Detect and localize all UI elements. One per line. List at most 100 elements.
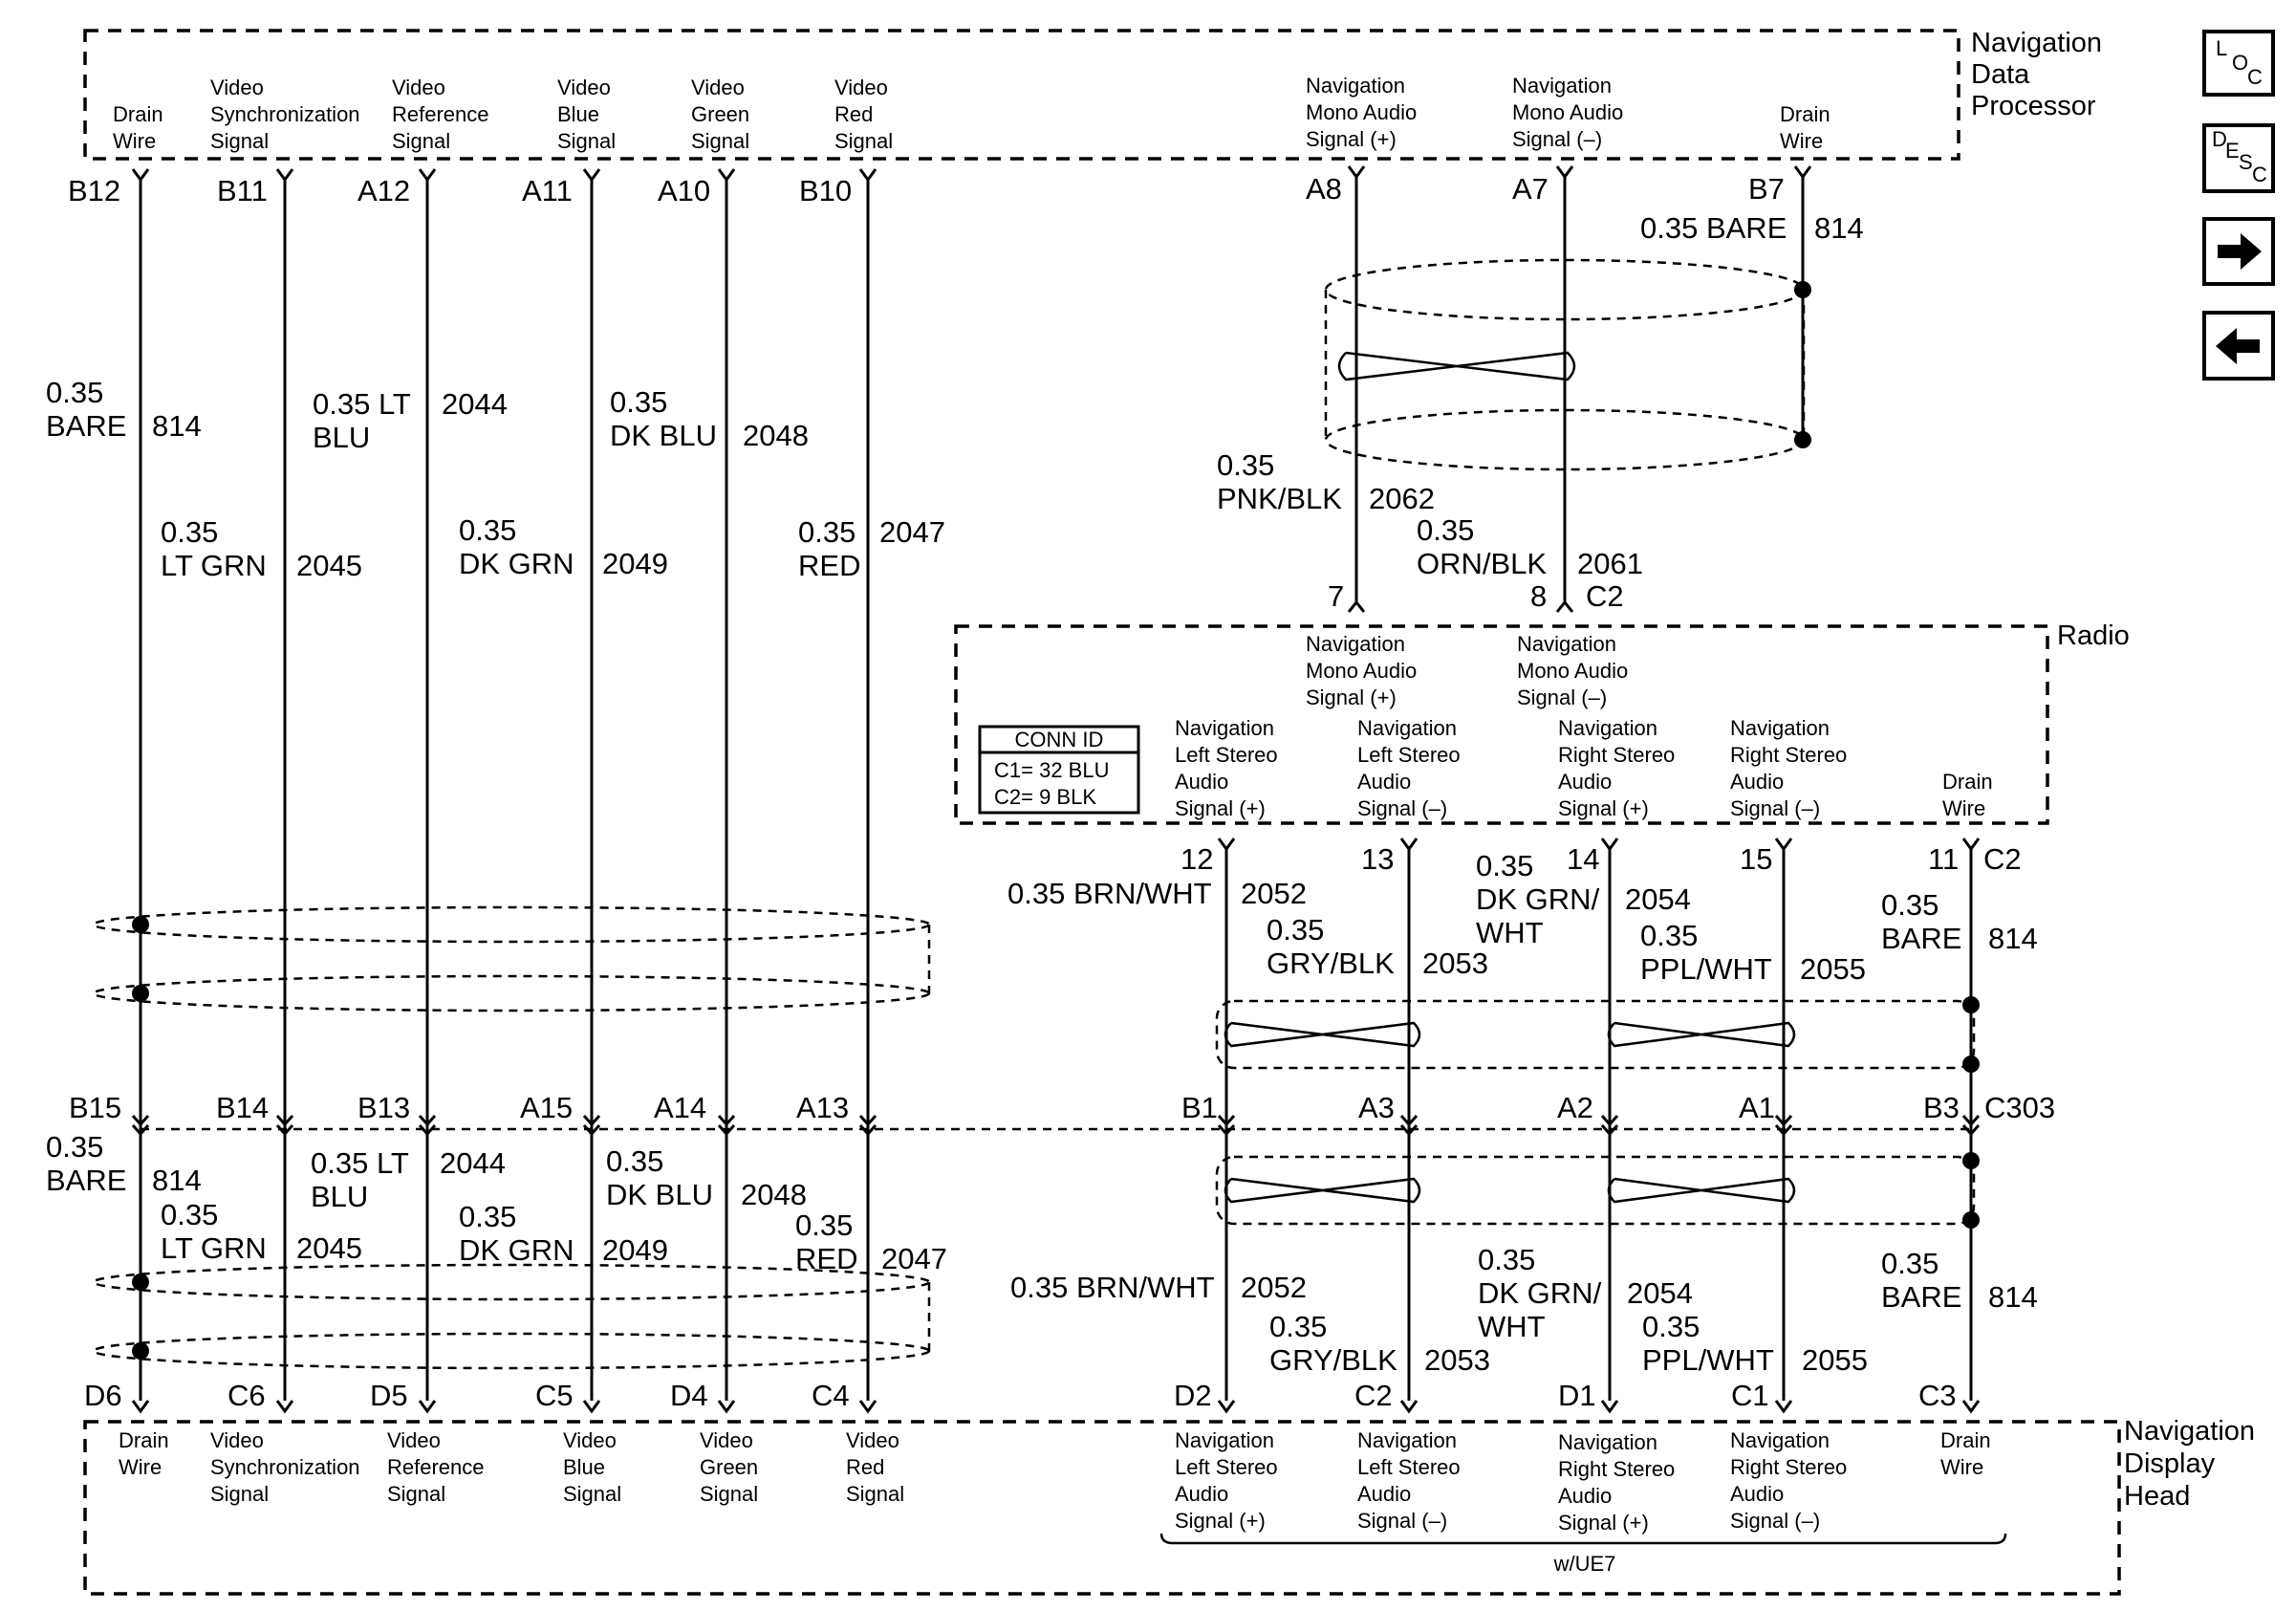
circuit-number: 2055 bbox=[1802, 1343, 1868, 1377]
signal-label: Video bbox=[834, 76, 888, 99]
signal-label: Signal bbox=[691, 129, 749, 153]
wire-color: DK GRN/ bbox=[1476, 882, 1600, 916]
wire-color: DK BLU bbox=[606, 1178, 713, 1211]
signal-label: Navigation bbox=[1517, 632, 1616, 656]
pin-label: C6 bbox=[227, 1379, 266, 1412]
wire-color: GRY/BLK bbox=[1269, 1343, 1397, 1377]
pin-label: A8 bbox=[1306, 172, 1342, 206]
pin-label: D5 bbox=[370, 1379, 408, 1412]
signal-label: Audio bbox=[1175, 770, 1228, 794]
loc-letter: C bbox=[2247, 65, 2263, 89]
pin-label: C1 bbox=[1731, 1379, 1769, 1412]
next-page-button[interactable] bbox=[2202, 217, 2275, 286]
wire-color: RED bbox=[795, 1242, 857, 1275]
signal-label: Navigation bbox=[1730, 716, 1830, 740]
pin-label: D6 bbox=[84, 1379, 122, 1412]
desc-letter: S bbox=[2239, 150, 2253, 174]
wire-color: BLU bbox=[311, 1180, 368, 1213]
signal-label: Reference bbox=[387, 1455, 485, 1479]
signal-label: Left Stereo bbox=[1357, 743, 1461, 767]
signal-label: Video bbox=[846, 1428, 899, 1452]
pin-label: B11 bbox=[217, 174, 268, 207]
circuit-number: 2049 bbox=[602, 547, 668, 580]
pin-label: A3 bbox=[1358, 1091, 1395, 1124]
signal-label: Navigation bbox=[1306, 74, 1405, 98]
wire-size: 0.35 bbox=[459, 513, 516, 547]
wire-color: BLU bbox=[313, 421, 370, 454]
wire-size: 0.35 bbox=[1217, 448, 1274, 482]
option-brace bbox=[1159, 1533, 2007, 1545]
signal-label: Red bbox=[846, 1455, 884, 1479]
wire-color: LT GRN bbox=[161, 1231, 267, 1265]
c303-pin-labels: B15 B14 B13 A15 A14 A13 B1 A3 A2 A1 B3 C… bbox=[69, 1091, 2055, 1124]
shield-stereo-lower bbox=[1215, 1152, 1980, 1229]
radio-pin-labels: 12 13 14 15 11 C2 bbox=[1180, 842, 2022, 876]
connector-label: C2 bbox=[1586, 579, 1624, 613]
signal-label: Reference bbox=[392, 102, 489, 126]
circuit-number: 2052 bbox=[1241, 877, 1307, 910]
signal-label: Audio bbox=[1357, 770, 1411, 794]
signal-label: Green bbox=[691, 102, 749, 126]
wire-size: 0.35 LT bbox=[313, 387, 411, 421]
wire-color: BARE bbox=[1881, 922, 1961, 955]
signal-label: Drain bbox=[1942, 770, 1993, 794]
signal-label: Wire bbox=[113, 129, 156, 153]
pin-label: 14 bbox=[1567, 842, 1599, 876]
signal-label: Video bbox=[557, 76, 611, 99]
wire-size: 0.35 LT bbox=[311, 1146, 409, 1180]
shield-outline bbox=[1215, 999, 1976, 1070]
signal-label: Signal bbox=[210, 129, 269, 153]
signal-label: Drain bbox=[1780, 102, 1830, 126]
desc-button[interactable]: D E S C bbox=[2202, 123, 2275, 193]
wire-color: DK GRN bbox=[459, 547, 574, 580]
wire-size: 0.35 bbox=[46, 1130, 103, 1164]
signal-label: Video bbox=[691, 76, 745, 99]
signal-label: Video bbox=[387, 1428, 441, 1452]
signal-label: Right Stereo bbox=[1730, 743, 1847, 767]
pin-label: 11 bbox=[1928, 842, 1959, 876]
pin-label: A10 bbox=[658, 174, 710, 207]
pin-label: A1 bbox=[1739, 1091, 1775, 1124]
previous-page-button[interactable] bbox=[2202, 311, 2275, 381]
signal-label: Signal (–) bbox=[1517, 686, 1607, 709]
signal-label: Wire bbox=[1780, 129, 1823, 153]
pin-label: C5 bbox=[535, 1379, 574, 1412]
connector-label: C2 bbox=[1983, 842, 2022, 876]
ndh-module-outline bbox=[83, 1420, 2121, 1596]
signal-label: Signal (–) bbox=[1357, 796, 1447, 820]
circuit-number: 2049 bbox=[602, 1233, 668, 1267]
signal-label: Signal bbox=[387, 1482, 445, 1506]
pin-label: B13 bbox=[357, 1091, 410, 1124]
loc-letter: O bbox=[2232, 51, 2248, 75]
pin-label: C2 bbox=[1354, 1379, 1393, 1412]
signal-label: Signal (+) bbox=[1558, 1511, 1649, 1535]
signal-label: Audio bbox=[1175, 1482, 1228, 1506]
signal-label: Navigation bbox=[1558, 1430, 1657, 1454]
twisted-pair bbox=[1224, 1021, 1421, 1048]
twisted-pair bbox=[1607, 1021, 1796, 1048]
signal-label: Wire bbox=[119, 1455, 162, 1479]
signal-label: Navigation bbox=[1306, 632, 1405, 656]
wire-color: WHT bbox=[1476, 916, 1544, 949]
ndp-title: Navigation Data Processor bbox=[1971, 28, 2102, 121]
pin-label: 13 bbox=[1361, 842, 1394, 876]
circuit-number: 2047 bbox=[881, 1242, 947, 1275]
radio-stereo-signal-labels: Navigation Left Stereo Audio Signal (+) … bbox=[1175, 716, 1993, 820]
conn-id-title: CONN ID bbox=[1015, 728, 1104, 751]
circuit-number: 2053 bbox=[1422, 947, 1488, 980]
wire-size: 0.35 bbox=[1478, 1243, 1535, 1276]
shield-stereo-upper bbox=[1215, 996, 1980, 1073]
circuit-number: 814 bbox=[1814, 211, 1864, 245]
desc-letter: E bbox=[2225, 139, 2240, 163]
pin-label: A14 bbox=[654, 1091, 706, 1124]
pin-label: A2 bbox=[1557, 1091, 1593, 1124]
signal-label: Video bbox=[700, 1428, 753, 1452]
signal-label: Drain bbox=[119, 1428, 169, 1452]
splice-dot bbox=[1794, 281, 1811, 298]
signal-label: Navigation bbox=[1357, 716, 1457, 740]
splice-dot bbox=[1962, 996, 1980, 1013]
signal-label: Red bbox=[834, 102, 873, 126]
loc-button[interactable]: L O C bbox=[2202, 30, 2275, 97]
wire-size: 0.35 bbox=[1476, 849, 1533, 882]
